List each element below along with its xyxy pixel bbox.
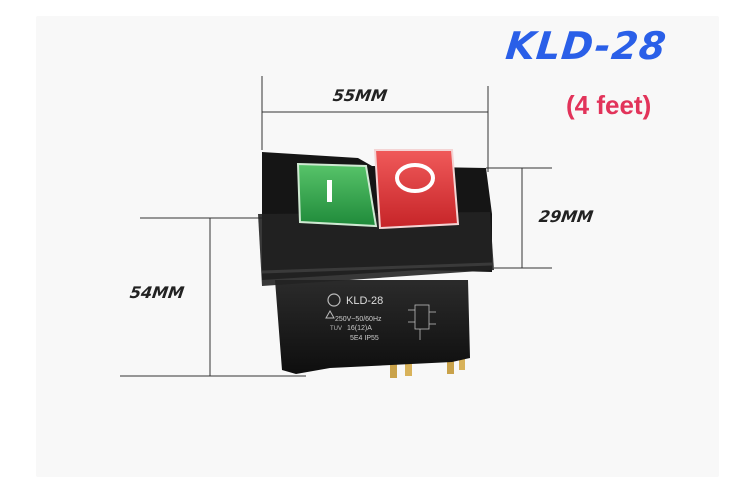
- off-symbol-icon: [395, 163, 435, 193]
- warning-icon: [325, 309, 335, 319]
- label-cert: TUV: [330, 326, 342, 332]
- label-code: 5E4 IP55: [350, 335, 379, 342]
- product-subtitle: (4 feet): [566, 90, 652, 120]
- on-button: [296, 162, 378, 228]
- circuit-diagram-icon: [408, 304, 436, 340]
- label-model: KLD-28: [346, 295, 383, 307]
- on-symbol-icon: [327, 180, 332, 202]
- label-rating: 250V~50/60Hz: [335, 316, 382, 323]
- label-current: 16(12)A: [347, 325, 372, 332]
- logo-icon: [327, 293, 341, 307]
- switch-label: KLD-28 250V~50/60Hz 16(12)A 5E4 IP55 TUV: [325, 293, 436, 342]
- off-button: [373, 149, 460, 230]
- switch-body: [275, 280, 470, 374]
